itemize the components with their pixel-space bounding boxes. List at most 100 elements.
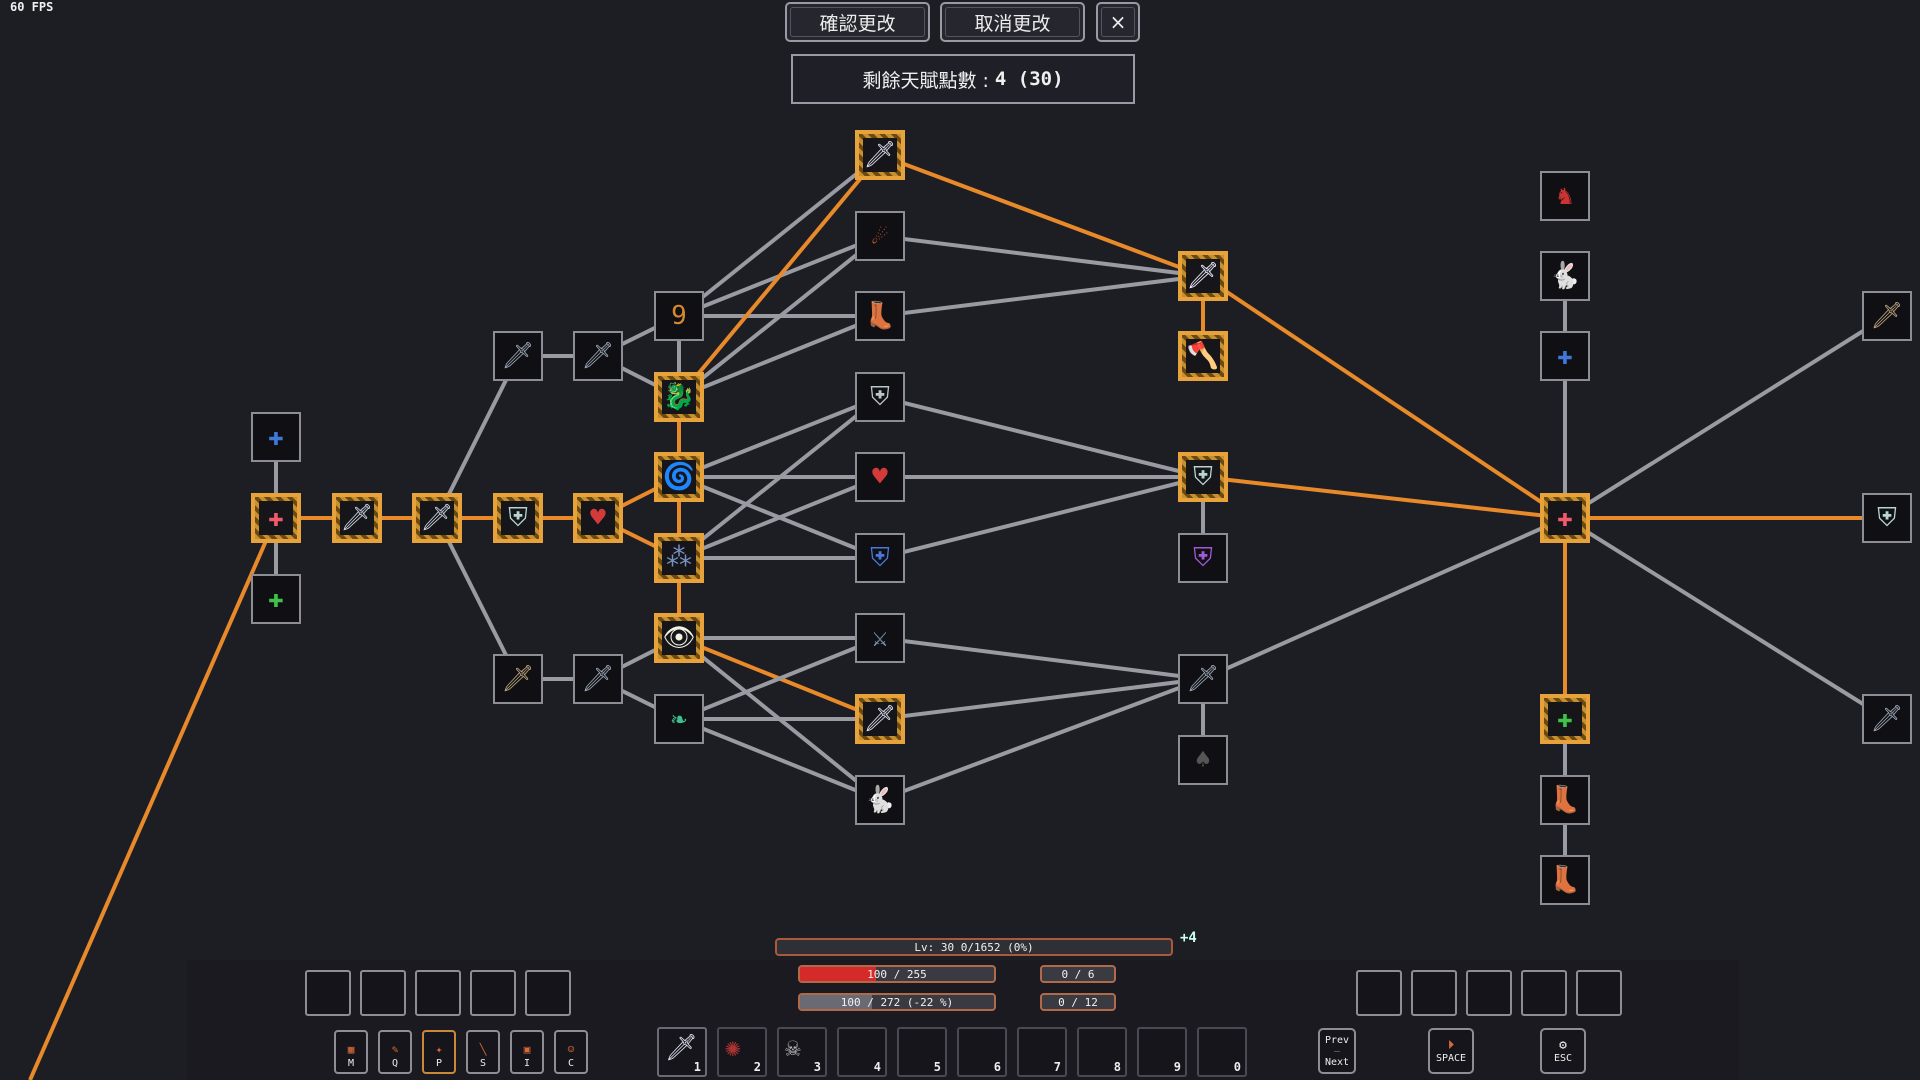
- talent-node[interactable]: ✚: [1540, 493, 1590, 543]
- hotbar-slot-number: 5: [933, 1060, 941, 1074]
- next-label: Next: [1324, 1056, 1350, 1068]
- hotbar-slot-3[interactable]: ☠3: [777, 1027, 827, 1077]
- blue-rabbit-icon: 🐇: [1548, 261, 1582, 291]
- hotbar-slot-4[interactable]: 4: [837, 1027, 887, 1077]
- talent-node[interactable]: ❧: [654, 694, 704, 744]
- talent-node[interactable]: 🗡: [1862, 694, 1912, 744]
- page-switch-key[interactable]: Prev — Next: [1318, 1028, 1356, 1074]
- talent-node[interactable]: 🐉: [654, 372, 704, 422]
- talent-node[interactable]: 🗡: [1178, 251, 1228, 301]
- talent-node[interactable]: ⛨: [1862, 493, 1912, 543]
- talent-node[interactable]: 👢: [1540, 775, 1590, 825]
- hotbar-slot-8[interactable]: 8: [1077, 1027, 1127, 1077]
- talent-node[interactable]: ♥: [855, 452, 905, 502]
- esc-key[interactable]: ⚙ ESC: [1540, 1028, 1586, 1074]
- talent-edge: [879, 677, 1204, 802]
- talent-node[interactable]: ✚: [251, 412, 301, 462]
- talent-node[interactable]: ♠: [1178, 735, 1228, 785]
- buff-slot: [305, 970, 351, 1016]
- talent-node[interactable]: 👁: [654, 613, 704, 663]
- talent-node[interactable]: ⁂: [654, 533, 704, 583]
- talent-node[interactable]: 🗡: [1862, 291, 1912, 341]
- talent-node[interactable]: 🗡: [855, 694, 905, 744]
- sword-up-icon: 🗡: [1870, 704, 1904, 734]
- talent-node[interactable]: ✚: [251, 574, 301, 624]
- skill-icon: ╲: [479, 1043, 487, 1056]
- menu-key-q[interactable]: ✎Q: [378, 1030, 412, 1074]
- menu-key-c[interactable]: ☺C: [554, 1030, 588, 1074]
- hotbar-slot-1[interactable]: 🗡1: [657, 1027, 707, 1077]
- talent-node[interactable]: 🐇: [1540, 251, 1590, 301]
- mana-bar: 100 / 272 (-22 %): [798, 993, 996, 1011]
- health-text: 100 / 255: [867, 967, 927, 981]
- talent-node[interactable]: 🗡: [332, 493, 382, 543]
- talent-node[interactable]: ⛨: [855, 372, 905, 422]
- regen-cross-icon: ✚: [1557, 704, 1573, 734]
- talent-node[interactable]: ⛨: [1178, 452, 1228, 502]
- talent-node[interactable]: 🌀: [654, 452, 704, 502]
- talent-node[interactable]: ⚔: [855, 613, 905, 663]
- talent-edge: [677, 153, 882, 399]
- talent-node[interactable]: ♥: [573, 493, 623, 543]
- resource-counter-1-text: 0 / 6: [1061, 967, 1095, 981]
- talent-node[interactable]: ✚: [251, 493, 301, 543]
- menu-key-s[interactable]: ╲S: [466, 1030, 500, 1074]
- fps-counter: 60 FPS: [10, 0, 54, 14]
- buff-slot: [1411, 970, 1457, 1016]
- talent-node[interactable]: 🗡: [573, 654, 623, 704]
- talent-edge: [1202, 475, 1566, 520]
- talent-edge: [879, 636, 1204, 681]
- talent-node[interactable]: ♞: [1540, 171, 1590, 221]
- hotbar-slot-number: 7: [1053, 1060, 1061, 1074]
- hotbar-slot-2[interactable]: ✺2: [717, 1027, 767, 1077]
- talent-edge: [677, 395, 882, 560]
- health-bar: 100 / 255: [798, 965, 996, 983]
- menu-key-i[interactable]: ▣I: [510, 1030, 544, 1074]
- buff-slot: [525, 970, 571, 1016]
- mana-fill: [800, 995, 872, 1009]
- red-knight-icon: ♞: [1557, 181, 1573, 211]
- sword-skill-icon: 🗡: [665, 1033, 699, 1063]
- health-cross-icon: ✚: [1557, 503, 1573, 533]
- talent-node[interactable]: 🪓: [1178, 331, 1228, 381]
- talent-node[interactable]: 👢: [855, 291, 905, 341]
- level-up-badge: +4: [1180, 930, 1197, 946]
- talent-node[interactable]: 🗡: [493, 654, 543, 704]
- talent-node[interactable]: 🗡: [1178, 654, 1228, 704]
- health-cross-icon: ✚: [268, 503, 284, 533]
- hotbar-slot-0[interactable]: 0: [1197, 1027, 1247, 1077]
- close-button[interactable]: ×: [1096, 2, 1140, 42]
- shield-up-icon: ⛨: [508, 503, 528, 533]
- menu-key-m[interactable]: ▦M: [334, 1030, 368, 1074]
- remaining-talent-points: 剩餘天賦點數 : 4 (30): [791, 54, 1135, 104]
- cancel-changes-button[interactable]: 取消更改: [940, 2, 1085, 42]
- talent-node[interactable]: 🗡: [573, 331, 623, 381]
- sword-up-icon: 🗡: [863, 704, 897, 734]
- talent-node[interactable]: ✚: [1540, 694, 1590, 744]
- dark-tree-icon: ♠: [1195, 745, 1211, 775]
- page-switch-divider: —: [1333, 1045, 1341, 1057]
- talent-node[interactable]: 👢: [1540, 855, 1590, 905]
- menu-key-label: Q: [391, 1058, 399, 1069]
- talent-node[interactable]: ✚: [1540, 331, 1590, 381]
- talent-node[interactable]: 🗡: [412, 493, 462, 543]
- menu-key-p[interactable]: ✦P: [422, 1030, 456, 1074]
- hotbar-slot-7[interactable]: 7: [1017, 1027, 1067, 1077]
- talent-node[interactable]: ⛨: [1178, 533, 1228, 583]
- hotbar-slot-5[interactable]: 5: [897, 1027, 947, 1077]
- talent-node[interactable]: 🗡: [855, 130, 905, 180]
- talent-node[interactable]: 🐇: [855, 775, 905, 825]
- hotbar-slot-number: 0: [1233, 1060, 1241, 1074]
- spiral-icon: 𝟿: [671, 301, 687, 331]
- space-key[interactable]: ⏵ SPACE: [1428, 1028, 1474, 1074]
- dragon-icon: 🐉: [662, 382, 696, 412]
- talent-node[interactable]: 𝟿: [654, 291, 704, 341]
- talent-node[interactable]: 🗡: [493, 331, 543, 381]
- talent-node[interactable]: ☄: [855, 211, 905, 261]
- talent-node[interactable]: ⛨: [855, 533, 905, 583]
- hotbar-slot-6[interactable]: 6: [957, 1027, 1007, 1077]
- hotbar-slot-9[interactable]: 9: [1137, 1027, 1187, 1077]
- confirm-changes-button[interactable]: 確認更改: [785, 2, 930, 42]
- talent-node[interactable]: ⛨: [493, 493, 543, 543]
